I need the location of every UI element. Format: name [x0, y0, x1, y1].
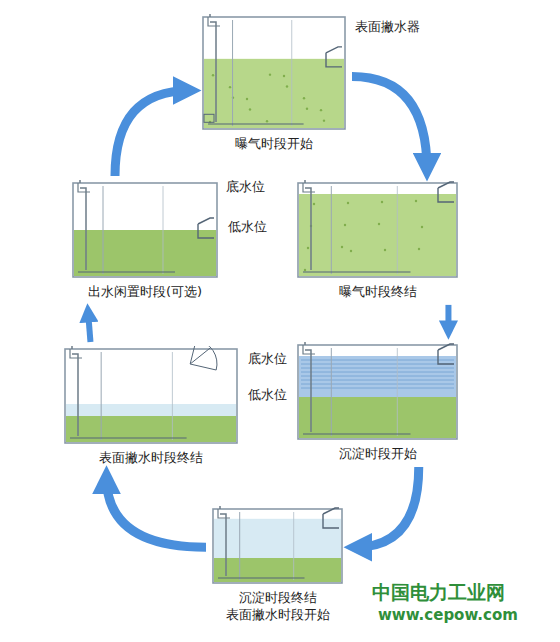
- stage-caption: 曝气时段开始: [200, 136, 348, 153]
- stage-caption: 表面撇水时段开始: [210, 607, 345, 624]
- part-label: 表面撇水器: [355, 18, 420, 36]
- tank-illustration: [295, 180, 460, 280]
- cycle-arrow: [107, 477, 207, 547]
- level-label: 低水位: [248, 386, 287, 404]
- cycle-arrow: [115, 90, 190, 176]
- stage-caption: 沉淀时段终结: [210, 590, 345, 607]
- watermark: 中国电力工业网: [372, 580, 505, 606]
- stage-caption: 表面撇水时段终结: [62, 450, 240, 467]
- level-label: 底水位: [226, 178, 265, 196]
- tank-illustration: [70, 180, 220, 280]
- stage-caption: 沉淀时段开始: [295, 446, 460, 463]
- tank-illustration: [62, 346, 240, 446]
- level-label: 底水位: [248, 350, 287, 368]
- cycle-arrow: [355, 467, 419, 547]
- cycle-arrow: [88, 311, 90, 342]
- process-stage: 表面撇水时段终结: [62, 346, 240, 467]
- cycle-arrow: [445, 305, 451, 332]
- process-stage: 曝气时段终结: [295, 180, 460, 301]
- cycle-arrow: [352, 77, 427, 170]
- process-stage: 出水闲置时段(可选): [70, 180, 220, 301]
- tank-illustration: [210, 506, 345, 586]
- tank-illustration: [200, 14, 348, 132]
- process-stage: 沉淀时段开始: [295, 342, 460, 463]
- stage-caption: 出水闲置时段(可选): [70, 284, 220, 301]
- level-label: 低水位: [228, 218, 267, 236]
- process-stage: 曝气时段开始: [200, 14, 348, 153]
- tank-illustration: [295, 342, 460, 442]
- stage-caption: 曝气时段终结: [295, 284, 460, 301]
- watermark: www.cepow.com: [378, 606, 518, 624]
- process-stage: 沉淀时段终结表面撇水时段开始: [210, 506, 345, 624]
